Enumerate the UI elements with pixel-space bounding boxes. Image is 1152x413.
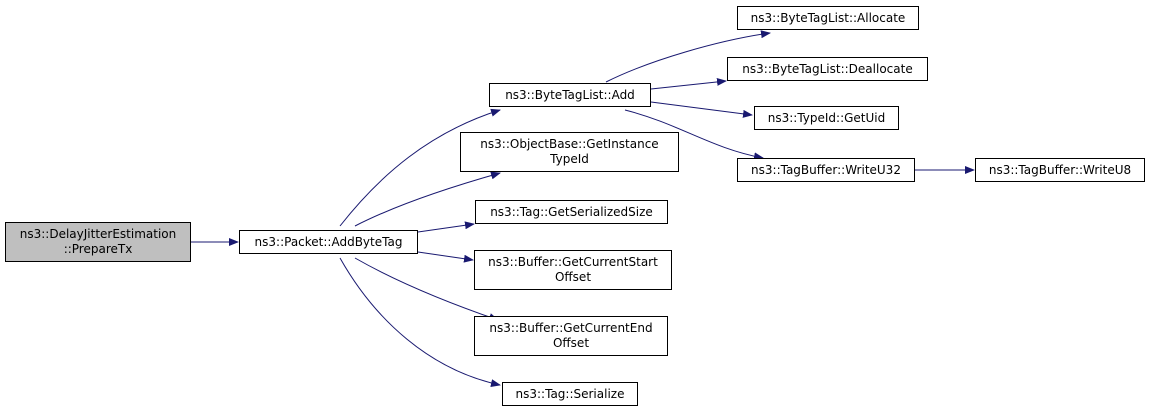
node-label-line2: Offset bbox=[554, 270, 592, 284]
node-buffer-getcurrentendoffset[interactable]: ns3::Buffer::GetCurrentEnd Offset bbox=[474, 316, 668, 356]
node-label: ns3::ByteTagList::Allocate bbox=[750, 10, 906, 25]
node-bytetaglist-add[interactable]: ns3::ByteTagList::Add bbox=[489, 83, 651, 107]
edge-bytetaglistadd-allocate bbox=[605, 30, 771, 83]
node-typeid-getuid[interactable]: ns3::TypeId::GetUid bbox=[754, 106, 899, 130]
node-label: ns3::TypeId::GetUid bbox=[767, 110, 886, 125]
node-label: ns3::Tag::GetSerializedSize bbox=[490, 204, 653, 219]
node-tag-serialize[interactable]: ns3::Tag::Serialize bbox=[502, 382, 638, 406]
node-label: ns3::Tag::Serialize bbox=[515, 386, 625, 401]
edge-bytetaglistadd-getuid bbox=[650, 101, 753, 118]
node-delayjitterestimation-preparetx[interactable]: ns3::DelayJitterEstimation ::PrepareTx bbox=[5, 222, 191, 262]
node-bytetaglist-deallocate[interactable]: ns3::ByteTagList::Deallocate bbox=[727, 57, 928, 81]
node-label-line1: ns3::ObjectBase::GetInstance bbox=[480, 137, 659, 151]
edge-addbytetag-getserializedsize bbox=[417, 221, 475, 233]
node-label-line2: TypeId bbox=[550, 152, 589, 166]
node-tag-getserializedsize[interactable]: ns3::Tag::GetSerializedSize bbox=[475, 200, 668, 224]
node-label-line2: Offset bbox=[552, 336, 590, 350]
edge-addbytetag-bytetaglistadd bbox=[339, 108, 501, 227]
node-bytetaglist-allocate[interactable]: ns3::ByteTagList::Allocate bbox=[737, 6, 919, 30]
edge-addbytetag-tagserialize bbox=[339, 257, 501, 388]
node-label-line1: ns3::DelayJitterEstimation bbox=[19, 227, 177, 241]
node-label: ns3::TagBuffer::WriteU8 bbox=[988, 162, 1132, 177]
edge-addbytetag-getinstancetypeid bbox=[354, 171, 501, 227]
node-label-line1: ns3::Buffer::GetCurrentStart bbox=[488, 255, 658, 269]
node-label: ns3::TagBuffer::WriteU32 bbox=[751, 162, 901, 177]
edge-addbytetag-getcurrentstartoffset bbox=[417, 251, 474, 263]
node-packet-addbytetag[interactable]: ns3::Packet::AddByteTag bbox=[239, 230, 418, 254]
edge-addbytetag-getcurrentendoffset bbox=[354, 257, 499, 321]
edge-bytetaglistadd-deallocate bbox=[650, 77, 727, 90]
node-label-line1: ns3::Buffer::GetCurrentEnd bbox=[489, 321, 653, 335]
node-objectbase-getinstancetypeid[interactable]: ns3::ObjectBase::GetInstance TypeId bbox=[460, 132, 679, 172]
node-tagbuffer-writeu8[interactable]: ns3::TagBuffer::WriteU8 bbox=[975, 158, 1145, 182]
edge-bytetaglistadd-writeu32 bbox=[624, 109, 764, 161]
node-label: ns3::Packet::AddByteTag bbox=[254, 234, 403, 249]
node-label: ns3::ByteTagList::Add bbox=[505, 87, 635, 102]
node-label-line2: ::PrepareTx bbox=[63, 242, 133, 256]
node-label: ns3::ByteTagList::Deallocate bbox=[742, 61, 913, 76]
node-buffer-getcurrentstartoffset[interactable]: ns3::Buffer::GetCurrentStart Offset bbox=[474, 250, 672, 290]
node-tagbuffer-writeu32[interactable]: ns3::TagBuffer::WriteU32 bbox=[737, 158, 915, 182]
